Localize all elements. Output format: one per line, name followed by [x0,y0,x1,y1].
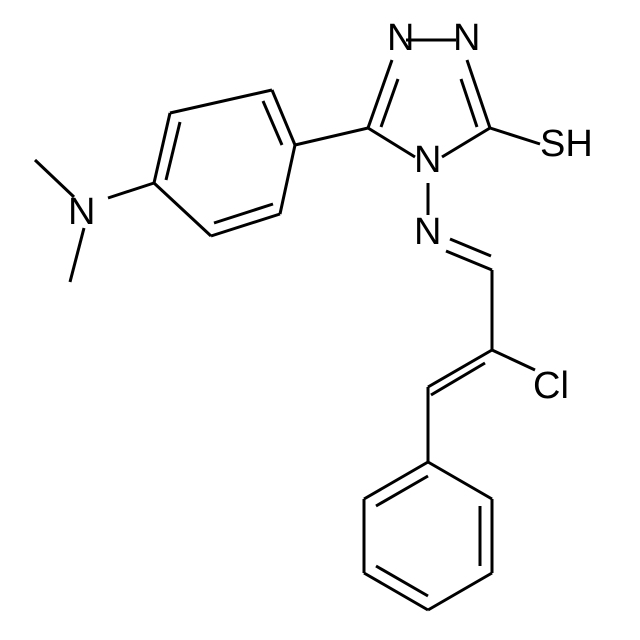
aryl-bond-5 [210,212,281,238]
bond-aryl-n [107,181,155,200]
aryl-bond-3-inner [164,121,182,181]
bond-n2-c3-inner [459,78,479,128]
atom-label-imine-n: N [414,211,441,253]
phenyl-bond-1 [427,460,493,501]
bond-n-methyl-2 [68,227,86,283]
bond-c5-n1 [366,59,394,129]
vinyl-chain-bonds [426,270,536,462]
phenyl-bond-3 [427,571,493,612]
aryl-bond-2 [169,88,273,115]
bond-ccl-ch-double [430,361,486,397]
phenyl-bond-4-inner [375,564,429,598]
atom-label-chlorine: Cl [533,365,569,407]
bond-n-imine-ch [445,249,493,272]
aryl-bond-1-inner [261,100,284,146]
aryl-bond-5-inner [213,202,274,225]
bond-n-methyl-1 [33,158,76,199]
bond-n4-c5 [367,126,416,159]
bond-c3-n4 [441,126,491,159]
atom-label-n2: N [453,17,480,59]
bond-n2-c3 [465,59,492,129]
bond-c5-aryl [294,126,369,147]
dimethylamino-bonds [33,158,155,283]
phenyl-bond-4 [363,571,429,612]
bond-c3-s [489,126,541,146]
atom-label-n1: N [387,17,414,59]
atom-label-thiol: SH [540,123,593,165]
aryl-bond-4 [152,181,213,238]
phenyl-bond-6-inner [375,474,429,508]
phenyl-bond-6 [363,460,429,501]
aryl-bond-6 [278,144,297,215]
bond-c5-n1-inner [379,78,400,128]
aryl-bond-3 [152,112,172,184]
aryl-ring-bonds [152,88,297,238]
bond-n-imine-ch-double [449,237,492,258]
imine-bonds [426,183,493,272]
bond-ccl-ch [427,348,493,389]
phenyl-ring-bonds [362,460,494,612]
atom-label-n4: N [414,139,441,181]
aryl-bond-1 [270,89,297,146]
bond-ccl-cl [491,348,536,372]
atom-label-dimethylamino-n: N [68,191,95,233]
triazole-ring-bonds [366,38,492,159]
